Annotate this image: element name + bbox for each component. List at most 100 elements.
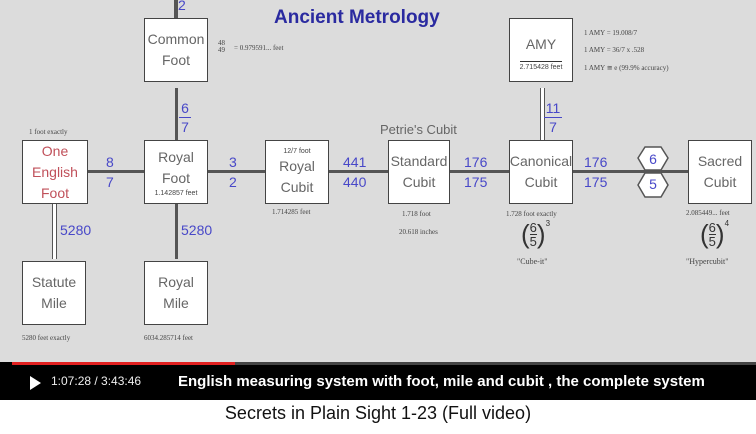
box-label: Mile [41,295,67,311]
petries-cubit-label: Petrie's Cubit [380,122,457,137]
box-one-english-foot: One English Foot [22,140,88,204]
box-label: Royal [158,148,194,165]
amy-line-1: 1 AMY = 19.008/7 [584,29,638,37]
connector-line [450,170,509,173]
ratio-royal-to-royal-mile: 5280 [181,222,213,238]
numerator: 11 [545,100,561,116]
hypercubit-label: "Hypercubit" [686,257,729,266]
connector-line [208,170,265,173]
box-label: Common [147,31,205,47]
sacred-cubit-value: 2.085449... feet [686,209,730,217]
box-label: Foot [40,184,69,201]
standard-cubit-inches: 20.618 inches [399,228,438,236]
cube-it-label: "Cube-it" [517,257,548,266]
box-label: Foot [161,169,190,186]
box-royal-foot: Royal Foot 1.142857 feet [144,140,208,204]
numerator: 6 [529,220,537,235]
progress-bar[interactable] [12,362,756,365]
one-foot-exactly-note: 1 foot exactly [29,128,68,136]
numerator: 6 [181,100,189,116]
numerator: 176 [464,154,488,170]
denominator: 7 [181,119,189,135]
connector-line [175,88,178,140]
hexagon-denominator: 5 [649,176,657,192]
connector-line [88,170,144,173]
common-foot-value: = 0.979591... feet [234,44,284,52]
box-common-foot: Common Foot [144,18,208,82]
connector-line [573,170,688,173]
canonical-cubit-value: 1.728 foot exactly [506,210,557,218]
box-royal-mile: Royal Mile [144,261,208,325]
box-statute-mile: Statute Mile [22,261,86,325]
numerator: 8 [106,154,114,170]
denominator: 175 [584,174,608,190]
royal-cubit-foot: 12/7 foot [283,147,311,155]
box-standard-cubit: Standard Cubit [388,140,450,204]
box-label: English [32,163,78,180]
box-label: Sacred [697,153,743,169]
box-label: Cubit [703,174,737,190]
box-label: One [41,142,69,159]
player-controls: 1:07:28 / 3:43:46 English measuring syst… [0,362,756,400]
numerator: 176 [584,154,608,170]
time-display: 1:07:28 / 3:43:46 [51,374,142,388]
standard-cubit-foot: 1.718 foot [402,210,431,218]
box-label: Mile [163,295,189,311]
denominator: 49 [218,46,225,54]
connector-line [174,0,178,18]
royal-cubit-value: 1.714285 feet [272,208,311,216]
royal-mile-value: 6034.285714 feet [144,334,193,342]
numerator: 441 [343,154,367,170]
box-sacred-cubit: Sacred Cubit [688,140,752,204]
video-frame[interactable]: Ancient Metrology Common Foot One Englis… [0,0,756,362]
amy-line-2: 1 AMY = 36/7 x .528 [584,46,645,54]
numerator: 3 [229,154,237,170]
denominator: 5 [529,234,537,249]
statute-mile-value: 5280 feet exactly [22,334,71,342]
box-label: Foot [161,52,190,68]
video-title[interactable]: Secrets in Plain Sight 1-23 (Full video) [224,403,532,423]
connector-line [540,88,545,140]
box-label: Royal [158,274,194,290]
denominator: 7 [106,174,114,190]
box-label: Statute [31,274,77,290]
ratio-top: 2 [178,0,186,13]
connector-line [52,204,57,259]
progress-fill [12,362,236,365]
denominator: 7 [549,119,557,135]
box-canonical-cubit: Canonical Cubit [509,140,573,204]
connector-line [175,204,178,259]
hexagon-icon [637,146,669,198]
video-caption: English measuring system with foot, mile… [178,373,705,390]
slide-title: Ancient Metrology [274,7,440,28]
denominator: 440 [343,174,367,190]
exponent: 4 [724,219,730,228]
ratio-english-to-statute: 5280 [60,222,92,238]
box-label: Cubit [524,174,558,190]
numerator: 48 [218,39,225,47]
denominator: 5 [708,234,716,249]
box-royal-cubit: 12/7 foot Royal Cubit [265,140,329,204]
box-label: Cubit [402,174,436,190]
play-icon[interactable] [30,376,41,390]
box-label: Royal [279,157,315,174]
numerator: 6 [708,220,716,235]
box-label: Canonical [509,153,573,169]
box-amy: AMY 2.715428 feet [509,18,573,82]
denominator: 2 [229,174,237,190]
royal-foot-value: 1.142857 feet [154,189,198,197]
amy-value: 2.715428 feet [519,61,563,72]
exponent: 3 [545,219,551,228]
amy-line-3: 1 AMY ≅ e (99.9% accuracy) [584,64,669,72]
box-label: Standard [390,153,448,169]
connector-line [329,170,388,173]
